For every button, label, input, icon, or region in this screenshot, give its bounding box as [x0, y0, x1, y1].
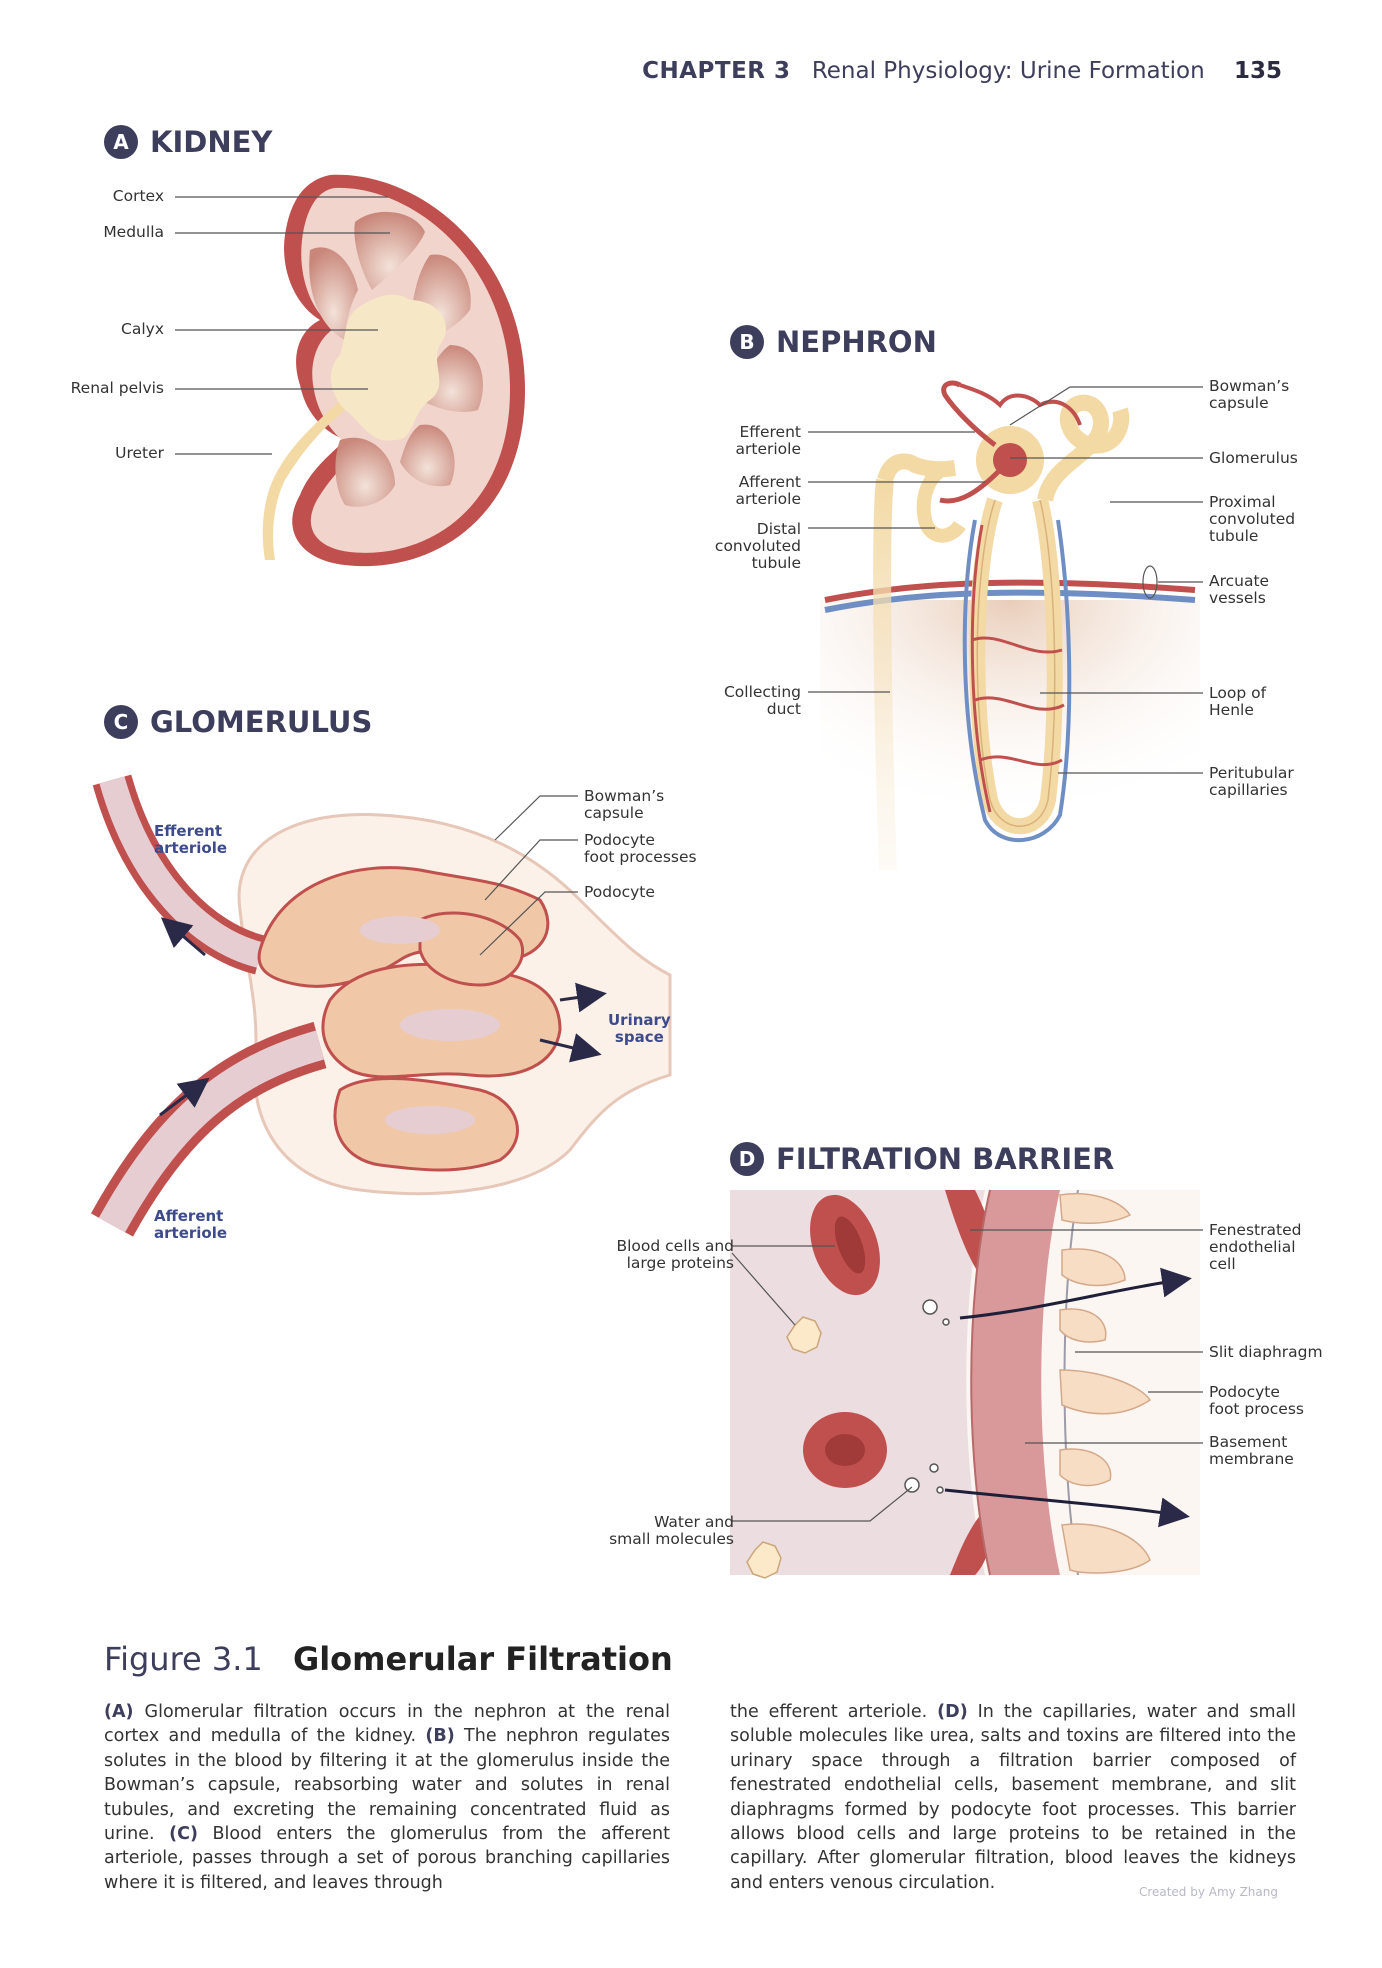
nephron-leaders: [808, 386, 1203, 774]
label-c-podocyte: Podocyte: [584, 883, 655, 901]
filtration-leaders: [731, 1229, 1203, 1522]
chapter-label: CHAPTER 3: [642, 58, 791, 84]
label-d-fenestrated-cell: Fenestrated endothelial cell: [1209, 1221, 1302, 1273]
label-efferent-arteriole: Efferent arteriole: [735, 423, 802, 458]
glomerulus-leaders: [479, 795, 578, 956]
label-proximal-tubule: Proximal convoluted tubule: [1209, 493, 1296, 545]
label-medulla: Medulla: [103, 223, 164, 241]
label-ureter: Ureter: [115, 444, 164, 462]
caption-left-column: (A) Glomerular filtration occurs in the …: [104, 1700, 670, 1895]
caption-right-column: the efferent arteriole. (D) In the capil…: [730, 1700, 1296, 1895]
caption-text: In the capillaries, water and small solu…: [730, 1702, 1296, 1893]
panel-a-title: A KIDNEY: [104, 125, 272, 159]
panel-a-heading: KIDNEY: [150, 125, 273, 159]
label-d-foot-process: Podocyte foot process: [1209, 1383, 1304, 1418]
kidney-illustration: [262, 174, 525, 567]
figure-heading: Glomerular Filtration: [292, 1640, 673, 1678]
label-afferent-arteriole: Afferent arteriole: [735, 473, 802, 508]
caption-tag: (A): [104, 1702, 134, 1722]
label-calyx: Calyx: [121, 320, 164, 338]
chapter-title: Renal Physiology: Urine Formation: [811, 58, 1205, 84]
label-c-bowmans-capsule: Bowman’s capsule: [584, 787, 665, 822]
nephron-illustration: [820, 380, 1200, 880]
figure-title: Figure 3.1 Glomerular Filtration: [104, 1640, 673, 1678]
panel-b-heading: NEPHRON: [776, 325, 937, 359]
label-d-slit-diaphragm: Slit diaphragm: [1209, 1343, 1323, 1361]
glomerulus-illustration: [90, 774, 672, 1237]
label-bowmans-capsule: Bowman’s capsule: [1209, 377, 1290, 412]
label-loop-of-henle: Loop of Henle: [1209, 684, 1267, 719]
label-collecting-duct: Collecting duct: [723, 683, 801, 718]
label-c-afferent-arteriole: Afferent arteriole: [154, 1207, 228, 1242]
label-c-foot-processes: Podocyte foot processes: [584, 831, 697, 866]
illustration-credit: Created by Amy Zhang: [1138, 1885, 1278, 1899]
label-peritubular-capillaries: Peritubular capillaries: [1209, 764, 1294, 799]
caption-tag: (B): [425, 1726, 455, 1747]
caption-text: Blood enters the glomerulus from the aff…: [104, 1824, 670, 1893]
label-arcuate-vessels: Arcuate vessels: [1209, 572, 1270, 607]
filtration-barrier-illustration: [730, 1189, 1200, 1579]
label-c-efferent-arteriole: Efferent arteriole: [154, 822, 228, 857]
kidney-leaders: [175, 196, 390, 455]
page-number: 135: [1233, 58, 1282, 84]
panel-d-title: D FILTRATION BARRIER: [730, 1142, 1114, 1176]
panel-d-heading: FILTRATION BARRIER: [776, 1142, 1115, 1176]
caption-tag: (C): [169, 1824, 198, 1845]
label-d-blood-cells: Blood cells and large proteins: [616, 1237, 734, 1272]
label-cortex: Cortex: [112, 187, 164, 205]
caption-text: The nephron regulates solutes in the blo…: [104, 1726, 670, 1845]
panel-b-badge: B: [730, 325, 764, 359]
label-d-basement-membrane: Basement membrane: [1209, 1433, 1294, 1468]
label-glomerulus: Glomerulus: [1209, 449, 1298, 467]
running-header: CHAPTER 3 Renal Physiology: Urine Format…: [642, 58, 1282, 84]
panel-a-badge: A: [104, 125, 138, 159]
label-c-urinary-space: Urinary space: [608, 1011, 671, 1046]
panel-c-title: C GLOMERULUS: [104, 705, 372, 739]
caption-tag: (D): [937, 1702, 968, 1722]
caption-text: Glomerular filtration occurs in the neph…: [104, 1702, 670, 1747]
label-distal-tubule: Distal convoluted tubule: [714, 520, 801, 572]
label-renal-pelvis: Renal pelvis: [70, 379, 164, 397]
label-d-water: Water and small molecules: [609, 1513, 734, 1548]
panel-d-badge: D: [730, 1142, 764, 1176]
caption-text: the efferent arteriole.: [730, 1702, 938, 1722]
panel-b-title: B NEPHRON: [730, 325, 937, 359]
figure-number: Figure 3.1: [104, 1640, 263, 1678]
panel-c-heading: GLOMERULUS: [150, 705, 373, 739]
panel-c-badge: C: [104, 705, 138, 739]
